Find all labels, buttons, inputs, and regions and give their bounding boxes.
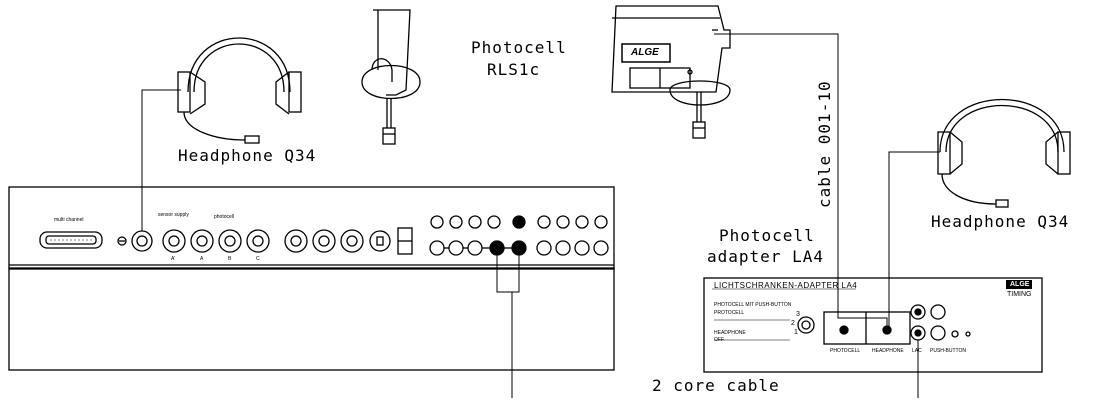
adapter-selector (797, 316, 815, 334)
jack-lac-label: LAC (912, 348, 922, 354)
photocell-din-sockets (162, 229, 270, 253)
jack-push-button-label: PUSH-BUTTON (930, 348, 967, 354)
adapter-brand: ALGE (1010, 281, 1030, 288)
photocell-rls1c-label-line2: RLS1c (487, 60, 541, 79)
switch-pos-1: 1 (794, 329, 798, 336)
photocell-rls1c-drawing (361, 9, 421, 145)
switch-heading: PHOTOCELL MIT PUSH-BUTTON (714, 302, 792, 308)
adapter-brand-sub: TIMING (1007, 291, 1032, 298)
rs-din-sockets (284, 229, 364, 253)
timer-device (8, 186, 615, 371)
multi-channel-connector (39, 231, 103, 249)
power-socket (369, 230, 391, 252)
adapter-photocell-jack (839, 325, 849, 335)
banana-jacks-top (430, 215, 608, 229)
adapter-la4-drawing (703, 277, 1043, 373)
photocell-rls1c-label-line1: Photocell (471, 38, 567, 57)
headphone-right-drawing (937, 99, 1071, 208)
sensor-supply-label: sensor supply (158, 212, 189, 218)
cables (141, 33, 940, 398)
timer-front-panel (8, 186, 615, 270)
photocell-adapter-label-line1: Photocell (719, 226, 815, 245)
headphone-left-label: Headphone Q34 (178, 146, 317, 165)
socket-c-label: C (256, 256, 260, 262)
switch-off-label: OFF (714, 337, 724, 343)
timer-headphone-socket (131, 230, 153, 252)
photocell-unit-logo: ALGE (631, 47, 659, 58)
headphone-left-drawing (177, 37, 302, 144)
cable-vertical-label: cable 001-10 (815, 80, 834, 208)
banana-jacks-bottom (429, 240, 609, 256)
socket-b-label: B (228, 256, 232, 262)
adapter-headphone-jack (882, 325, 892, 335)
timer-knob (117, 236, 127, 246)
adapter-lac-jack-top (910, 304, 926, 320)
switch-pos-3: 3 (796, 311, 800, 318)
socket-a-label: A (200, 256, 204, 262)
headphone-right-label: Headphone Q34 (931, 212, 1070, 231)
photocell-adapter-label-line2: adapter LA4 (707, 247, 824, 266)
switch-pos-2: 2 (791, 320, 795, 327)
switch-protocell-label: PROTOCELL (714, 310, 745, 316)
adapter-title: LICHTSCHRANKEN-ADAPTER LA4 (714, 281, 858, 290)
timer-base-box (8, 267, 615, 371)
adapter-panel (703, 277, 1043, 373)
switch-headphone-label: HEADPHONE (714, 330, 746, 336)
jack-photocell-label: PHOTOCELL (830, 348, 861, 354)
two-core-cable-label: 2 core cable (652, 376, 780, 395)
socket-a-prime-label: A' (171, 256, 176, 262)
multi-channel-label: multi channel (54, 217, 84, 223)
photocell-group-label: photocell (214, 214, 235, 220)
jack-headphone-label: HEADPHONE (872, 348, 904, 354)
photocell-unit-drawing (611, 5, 731, 139)
